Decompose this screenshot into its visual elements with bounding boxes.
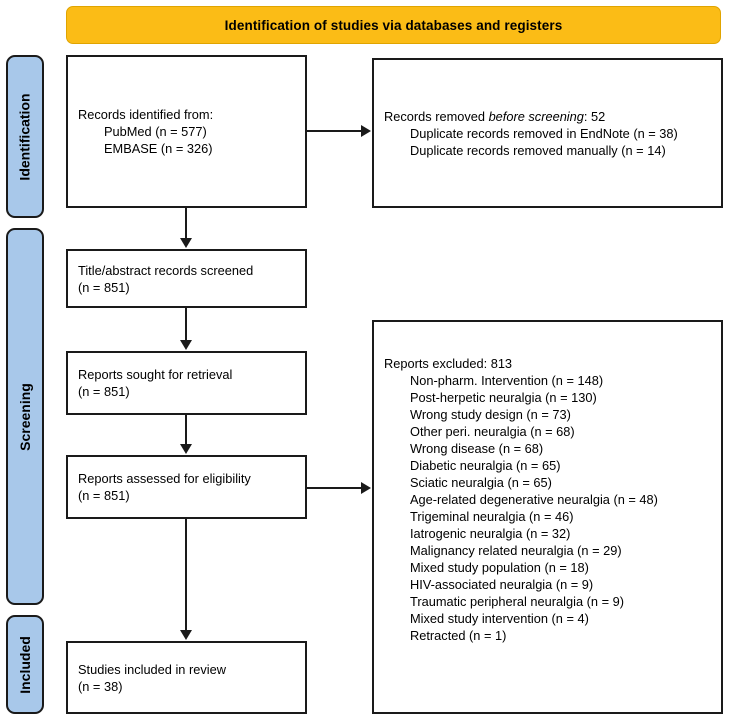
stage-tab-identification: Identification: [6, 55, 44, 218]
stage-tab-identification-label: Identification: [17, 92, 33, 181]
connector-line-assessed-to-included: [185, 519, 187, 632]
box-studies-included: Studies included in review (n = 38): [66, 641, 307, 714]
records-screened-count: (n = 851): [78, 279, 130, 295]
reports-assessed-label: Reports assessed for eligibility: [78, 471, 251, 486]
studies-included-count: (n = 38): [78, 678, 123, 694]
stage-tab-screening-label: Screening: [17, 382, 34, 451]
box-records-screened: Title/abstract records screened (n = 851…: [66, 249, 307, 308]
connector-line-assessed-to-excluded: [307, 487, 363, 489]
records-removed-manual: Duplicate records removed manually (n = …: [410, 142, 666, 158]
reports-excluded-reason: Other peri. neuralgia (n = 68): [410, 424, 575, 439]
reports-excluded-reason: Wrong disease (n = 68): [410, 441, 544, 456]
arrow-right-icon: [361, 482, 371, 494]
arrow-down-icon: [180, 238, 192, 248]
reports-excluded-reason: Traumatic peripheral neuralgia (n = 9): [410, 594, 624, 609]
reports-excluded-reason: HIV-associated neuralgia (n = 9): [410, 577, 594, 592]
box-records-identified: Records identified from: PubMed (n = 577…: [66, 55, 307, 208]
records-screened-label: Title/abstract records screened: [78, 262, 254, 278]
records-removed-heading-pre: Records removed: [384, 108, 489, 124]
records-removed-heading: Records removed before screening: 52: [384, 108, 711, 125]
connector-line-sought-to-assessed: [185, 415, 187, 445]
arrow-down-icon: [180, 630, 192, 640]
arrow-right-icon: [361, 125, 371, 137]
connector-line-identified-to-removed: [307, 130, 363, 132]
records-removed-endnote: Duplicate records removed in EndNote (n …: [410, 125, 678, 141]
reports-excluded-reason: Non-pharm. Intervention (n = 148): [410, 373, 604, 388]
reports-excluded-reason: Iatrogenic neuralgia (n = 32): [410, 526, 571, 541]
stage-tab-screening: Screening: [6, 228, 44, 605]
reports-sought-count: (n = 851): [78, 384, 130, 399]
box-reports-sought: Reports sought for retrieval (n = 851): [66, 351, 307, 415]
records-identified-source-embase: EMBASE (n = 326): [104, 141, 213, 156]
stage-tab-included: Included: [6, 615, 44, 714]
stage-banner: Identification of studies via databases …: [66, 6, 721, 44]
connector-line-screened-to-sought: [185, 308, 187, 342]
reports-excluded-reason: Mixed study intervention (n = 4): [410, 611, 589, 626]
records-removed-heading-emphasis: before screening: [488, 108, 584, 124]
studies-included-label: Studies included in review: [78, 661, 226, 677]
reports-excluded-reason: Retracted (n = 1): [410, 628, 507, 643]
reports-sought-label: Reports sought for retrieval: [78, 367, 233, 382]
reports-excluded-reason: Wrong study design (n = 73): [410, 407, 571, 422]
box-records-removed: Records removed before screening: 52 Dup…: [372, 58, 723, 208]
arrow-down-icon: [180, 340, 192, 350]
box-reports-assessed: Reports assessed for eligibility (n = 85…: [66, 455, 307, 519]
records-identified-source-pubmed: PubMed (n = 577): [104, 124, 207, 139]
stage-tab-included-label: Included: [17, 635, 33, 694]
arrow-down-icon: [180, 444, 192, 454]
reports-excluded-reason: Trigeminal neuralgia (n = 46): [410, 509, 574, 524]
reports-excluded-reason: Malignancy related neuralgia (n = 29): [410, 543, 622, 558]
connector-line-identified-to-screened: [185, 208, 187, 240]
records-identified-heading: Records identified from:: [78, 107, 214, 122]
reports-excluded-reason: Sciatic neuralgia (n = 65): [410, 475, 552, 490]
reports-excluded-reason: Age-related degenerative neuralgia (n = …: [410, 492, 658, 507]
reports-excluded-reason: Post-herpetic neuralgia (n = 130): [410, 390, 597, 405]
reports-excluded-heading: Reports excluded: 813: [384, 356, 513, 371]
reports-assessed-count: (n = 851): [78, 488, 130, 503]
box-reports-excluded: Reports excluded: 813 Non-pharm. Interve…: [372, 320, 723, 714]
stage-banner-title: Identification of studies via databases …: [224, 17, 563, 33]
records-removed-heading-post: : 52: [583, 108, 606, 124]
reports-excluded-reason: Diabetic neuralgia (n = 65): [410, 458, 561, 473]
reports-excluded-reason: Mixed study population (n = 18): [410, 560, 589, 575]
